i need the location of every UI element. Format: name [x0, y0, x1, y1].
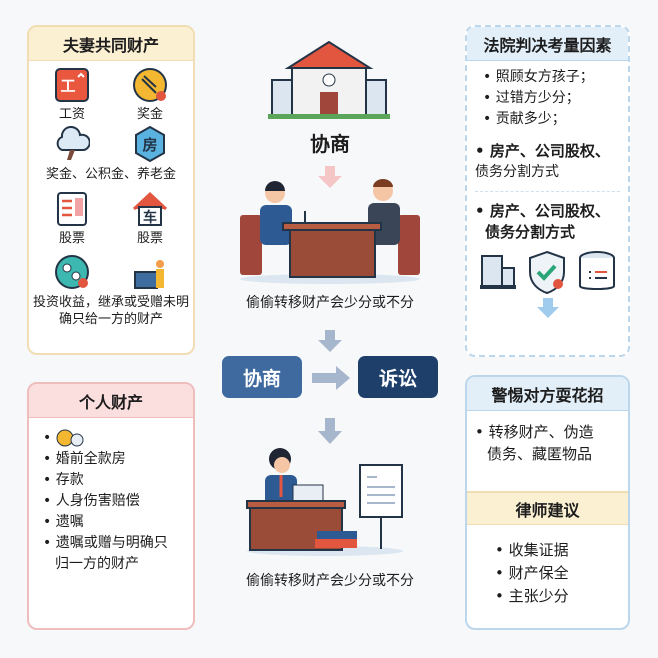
item-stock: 股票 [33, 191, 111, 246]
list-item: • 婚前全款房 [43, 451, 126, 467]
svg-text:房: 房 [142, 136, 157, 154]
court-factors-title: 法院判决考量因素 [467, 27, 628, 61]
svg-text:车: 车 [143, 209, 157, 226]
label: 股票 [58, 231, 85, 246]
factory-person-icon [134, 260, 164, 289]
svg-text:工: 工 [60, 77, 75, 95]
label: 工资 [58, 107, 85, 122]
item-salary: 工 工资 [33, 67, 111, 122]
house-gear-icon: 房 [135, 126, 165, 162]
arrow-down-icon [536, 298, 559, 318]
court-building-icon [268, 40, 390, 119]
document-icon [57, 192, 87, 226]
warning-advice-card: 警惕对方耍花招 • 转移财产、伪造债务、藏匿物品 律师建议 • 收集证据 • 财… [465, 375, 630, 630]
label: 股票 [136, 231, 163, 246]
factor-bold-1: • 房产、公司股权、债务分割方式 [475, 142, 610, 180]
label: 奖金 [136, 107, 163, 122]
list-item: • 存款 [43, 472, 84, 488]
list-item: • 遗嘱 [43, 514, 84, 530]
list-item: • 贡献多少； [483, 111, 566, 127]
database-list-icon [579, 251, 616, 290]
building-icon [479, 255, 516, 289]
item-cloud [33, 126, 111, 162]
list-item: • 遗嘱或赠与明确只归一方的财产 [43, 535, 168, 572]
bonus-icon [133, 68, 167, 102]
investment-icon [55, 255, 89, 289]
court-factors-card: 法院判决考量因素 • 照顾女方孩子； • 过错方少分； • 贡献多少； • 房产… [465, 25, 630, 357]
personal-property-card: 个人财产 • • 婚前全款房 • 存款 • 人身伤害赔偿 • 遗嘱 • 遗嘱或赠… [27, 382, 195, 630]
label: 奖金、公积金、养老金 [45, 167, 176, 182]
caption-2: 偷偷转移财产会少分或不分 [246, 573, 414, 589]
coin-search-icon [56, 429, 84, 447]
car-house-icon: 车 [132, 191, 168, 226]
arrow-down-icon [318, 418, 342, 444]
personal-property-title: 个人财产 [29, 384, 193, 418]
negotiate-button[interactable]: 协商 [222, 356, 302, 398]
list-item: • 照顾女方孩子； [483, 69, 594, 85]
joint-property-card: 夫妻共同财产 工 工资 奖金 房 奖金、公积金、养老金 股票 车 股票 投资收益… [27, 25, 195, 355]
label: 投资收益，继承或受赠未明确只给一方的财产 [33, 295, 190, 327]
list-item: • 过错方少分； [483, 90, 580, 106]
lawyer-desk-illustration [246, 448, 403, 556]
item-bonus: 奖金 [111, 67, 189, 122]
arrow-down-icon [318, 330, 342, 352]
list-item: • [43, 428, 179, 449]
item-house: 房 [111, 126, 189, 162]
item-car: 车 股票 [111, 191, 189, 246]
lawyer-advice-title: 律师建议 [467, 491, 628, 525]
salary-icon: 工 [55, 68, 89, 102]
joint-property-title: 夫妻共同财产 [29, 27, 193, 61]
shield-check-icon [529, 250, 566, 294]
negotiation-meeting-illustration [240, 179, 420, 284]
arrow-right-icon [312, 366, 350, 390]
arrow-down-icon [318, 166, 342, 188]
litigate-button[interactable]: 诉讼 [358, 356, 438, 398]
warning-text: • 转移财产、伪造债务、藏匿物品 [475, 423, 594, 463]
negotiate-label: 协商 [310, 132, 350, 156]
cloud-tree-icon [56, 126, 90, 160]
list-item: • 收集证据 [495, 541, 569, 559]
list-item: • 主张少分 [495, 587, 569, 605]
list-item: • 人身伤害赔偿 [43, 493, 140, 509]
factor-bold-2: • 房产、公司股权、债务分割方式 [475, 202, 610, 241]
caption-1: 偷偷转移财产会少分或不分 [246, 295, 414, 311]
warning-title: 警惕对方耍花招 [467, 377, 628, 411]
list-item: • 财产保全 [495, 564, 569, 582]
